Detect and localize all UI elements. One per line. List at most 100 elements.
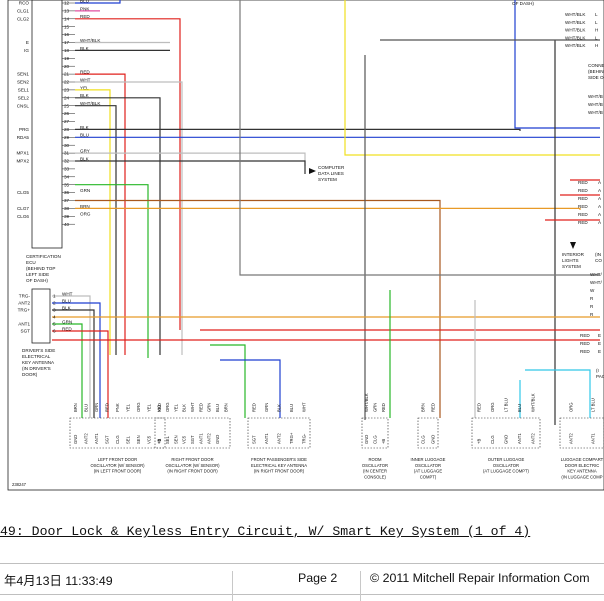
- component-connector: [559, 417, 604, 449]
- ecu-name-line: OF DASH): [26, 278, 48, 283]
- wire: [75, 184, 149, 358]
- driver-pin-number: 5: [53, 322, 56, 327]
- component-wire-label: BLU: [83, 404, 88, 412]
- right-mid-label: RED: [578, 196, 588, 201]
- component-name-line: OSCILLATOR: [415, 463, 441, 468]
- diagram-frame: [7, 0, 604, 491]
- right-wire-label: WHT/BLK: [565, 43, 586, 48]
- component-wire-label: GRN: [264, 403, 269, 412]
- ecu-pin-label: CNSL: [17, 103, 30, 108]
- driver-pin-number: 4: [53, 315, 56, 320]
- driver-antenna-line: (IN DRIVER'S: [22, 366, 51, 371]
- component-name-line: OSCILLATOR (W/ SENSOR): [165, 463, 220, 468]
- right-wire-label: WHT/BLK: [565, 20, 586, 25]
- interior-lights-line: SYSTEM: [562, 264, 581, 269]
- right-mid-suffix: A: [598, 180, 602, 185]
- ecu-wire-label: ORG: [80, 212, 91, 217]
- ecu-pin-label: SEN2: [17, 80, 29, 85]
- driver-pin-number: 6: [53, 329, 56, 334]
- component-name-line: RIGHT FRONT DOOR: [171, 457, 213, 462]
- component-wire-label: ORG: [490, 402, 495, 412]
- component-name-line: (IN LEFT FRONT DOOR): [94, 469, 142, 474]
- right-wire-suffix: L: [595, 12, 598, 17]
- driver-antenna-line: KEY ANTENNA: [22, 360, 55, 365]
- ecu-wire-label: YEL: [80, 85, 89, 90]
- ecu-pin-label: RDA5: [17, 135, 30, 140]
- component-pin-label: +B: [157, 439, 162, 444]
- component-wire-label: RED: [252, 403, 257, 412]
- component-name-line: (IN RIGHT FRONT DOOR): [167, 469, 218, 474]
- right-wire-label: WHT/BLK: [565, 12, 586, 17]
- component-pin-label: SGT: [104, 435, 109, 444]
- component-wire-label: WHT/BLK: [531, 393, 536, 412]
- footer-datetime: 年4月13日 11:33:49: [4, 574, 113, 588]
- component-pin-label: GND: [431, 435, 436, 444]
- right-mid-suffix: A: [598, 188, 602, 193]
- wire: [239, 0, 600, 276]
- wire: [75, 18, 181, 330]
- ecu-pin-label: MPX1: [16, 151, 29, 156]
- wire: [344, 0, 600, 156]
- component-pin-label: GND: [215, 435, 220, 444]
- right-bottom-suffix: E: [598, 349, 601, 354]
- footer-copyright: © 2011 Mitchell Repair Information Com: [370, 571, 590, 585]
- ecu-wire-label: BLU: [80, 0, 89, 3]
- ecu-wire-label: BLK: [80, 125, 90, 130]
- driver-pin-number: 2: [53, 301, 56, 306]
- component-wire-label: WHT/BLK: [364, 393, 369, 412]
- right-wire-label: WHT/BLK: [565, 28, 586, 33]
- driver-antenna-line: DOOR): [22, 372, 38, 377]
- driver-pin-number: 1: [53, 294, 56, 299]
- wire: [75, 207, 581, 210]
- component-name-line: CONSOLE): [364, 474, 386, 479]
- ecu-name-line: (BEHIND TOP: [26, 266, 55, 271]
- component-pin-label: SEL: [165, 435, 170, 444]
- driver-pin-label: TRG-: [19, 294, 31, 299]
- interior-lights-arrow: [570, 242, 576, 249]
- wire: [75, 128, 521, 131]
- computer-data-line: COMPUTER: [318, 165, 345, 170]
- ecu-wire-label: BLK: [80, 46, 90, 51]
- component-name-line: LUGGAGE COMPART: [561, 457, 604, 462]
- component-wire-label: RED: [157, 403, 162, 412]
- ecu-pin-label: SEL2: [18, 95, 30, 100]
- right-wht-label: WHT/B: [588, 102, 603, 107]
- driver-wire-label: WHT: [62, 292, 73, 297]
- component-pin-label: CLG: [421, 435, 426, 444]
- right-bottom-suffix: E: [598, 341, 601, 346]
- wire: [75, 97, 161, 355]
- interior-lights-side: (IN: [595, 252, 601, 257]
- component-wire-label: BRN: [223, 403, 228, 412]
- right-mid-label: RED: [578, 180, 588, 185]
- component-pin-label: SGT: [252, 435, 257, 444]
- right-bottom-label: RED: [580, 349, 590, 354]
- component-wire-label: BRN: [421, 403, 426, 412]
- ecu-pin-label: CLG7: [17, 206, 29, 211]
- wire: [75, 0, 121, 4]
- right-mid-label: RED: [578, 204, 588, 209]
- component-connector: [361, 417, 389, 449]
- right-bottom-label: RED: [580, 341, 590, 346]
- component-pin-label: VC5: [182, 435, 187, 444]
- ecu-wire-label: WHT/BLK: [80, 38, 101, 43]
- component-wire-label: LT BLU: [591, 398, 596, 412]
- component-name-line: OSCILLATOR (W/ SENSOR): [90, 463, 145, 468]
- computer-data-line: SYSTEM: [318, 177, 337, 182]
- component-connector: [247, 417, 311, 449]
- right-mid-label: RED: [578, 220, 588, 225]
- interior-lights-line: INTERIOR: [562, 252, 585, 257]
- ecu-pin-label: PRG: [19, 127, 29, 132]
- ecu-pin-label: CLG6: [17, 214, 29, 219]
- component-pin-label: SEN: [173, 435, 178, 444]
- right-wire-suffix: L: [595, 35, 598, 40]
- right-wht-label: WHT/B: [588, 94, 603, 99]
- diagram-caption: 49: Door Lock & Keyless Entry Circuit, W…: [0, 524, 531, 539]
- component-wire-label: RED: [198, 403, 203, 412]
- component-name-line: OSCILLATOR: [362, 463, 388, 468]
- driver-antenna-line: ELECTRICAL: [22, 354, 51, 359]
- component-name-line: KEY ANTENNA: [567, 469, 596, 474]
- component-wire-label: BLU: [215, 404, 220, 412]
- component-pin-label: ANT1: [591, 433, 596, 444]
- wire: [52, 302, 101, 418]
- right-low-label: R: [590, 312, 594, 317]
